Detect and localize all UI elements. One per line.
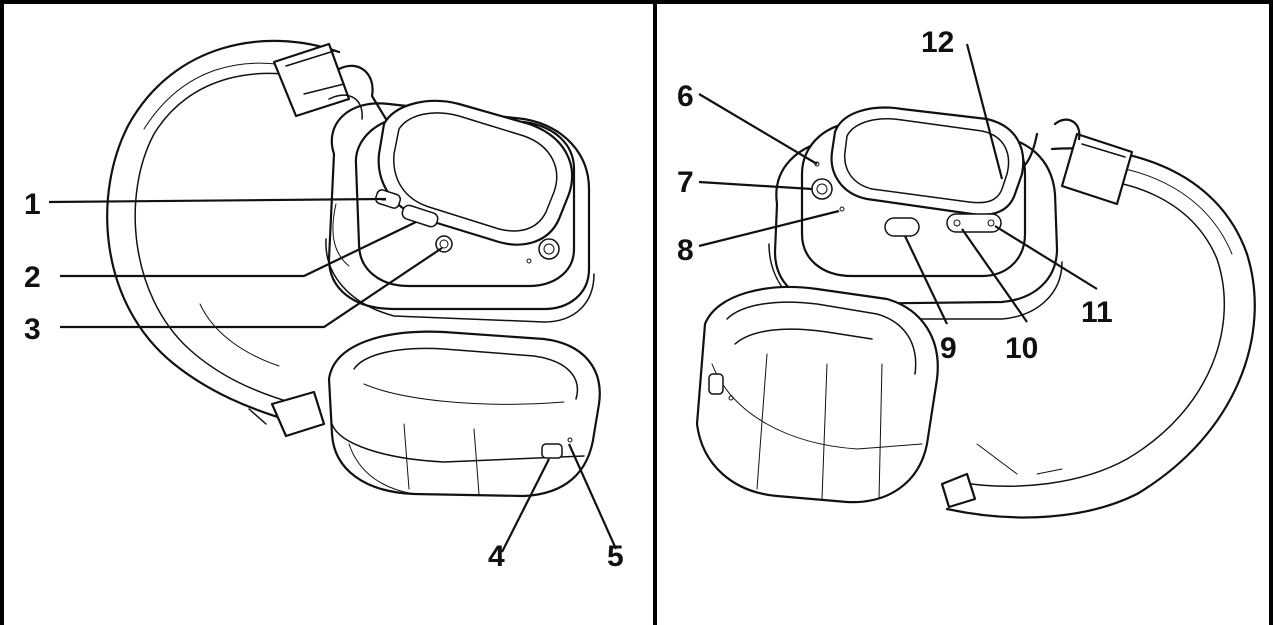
callout-3: 3 — [24, 313, 41, 346]
left-leader-lines — [48, 197, 618, 553]
headband — [106, 39, 391, 438]
right-panel: 6 7 8 9 10 11 12 — [655, 0, 1273, 625]
headphone-left-view-drawing: 1 2 3 4 5 — [24, 39, 624, 573]
right-leader-lines — [698, 43, 1098, 325]
callout-12: 12 — [921, 26, 954, 59]
top-ear-cup — [325, 99, 595, 323]
headband — [940, 118, 1256, 519]
callout-5: 5 — [607, 540, 624, 573]
bottom-ear-cup — [695, 285, 939, 504]
callout-1: 1 — [24, 188, 41, 221]
left-callout-labels: 1 2 3 4 5 — [24, 188, 624, 573]
callout-10: 10 — [1005, 332, 1038, 365]
callout-6: 6 — [677, 80, 694, 113]
callout-2: 2 — [24, 261, 41, 294]
callout-7: 7 — [677, 166, 694, 199]
top-ear-cup — [768, 106, 1063, 320]
callout-11: 11 — [1081, 296, 1113, 329]
headphone-right-view-drawing: 6 7 8 9 10 11 12 — [677, 26, 1256, 519]
callout-4: 4 — [488, 540, 505, 573]
right-callout-labels: 6 7 8 9 10 11 12 — [677, 26, 1113, 365]
left-panel: 1 2 3 4 5 — [0, 0, 655, 625]
callout-9: 9 — [940, 332, 957, 365]
bottom-ear-cup — [327, 330, 601, 498]
callout-8: 8 — [677, 234, 694, 267]
